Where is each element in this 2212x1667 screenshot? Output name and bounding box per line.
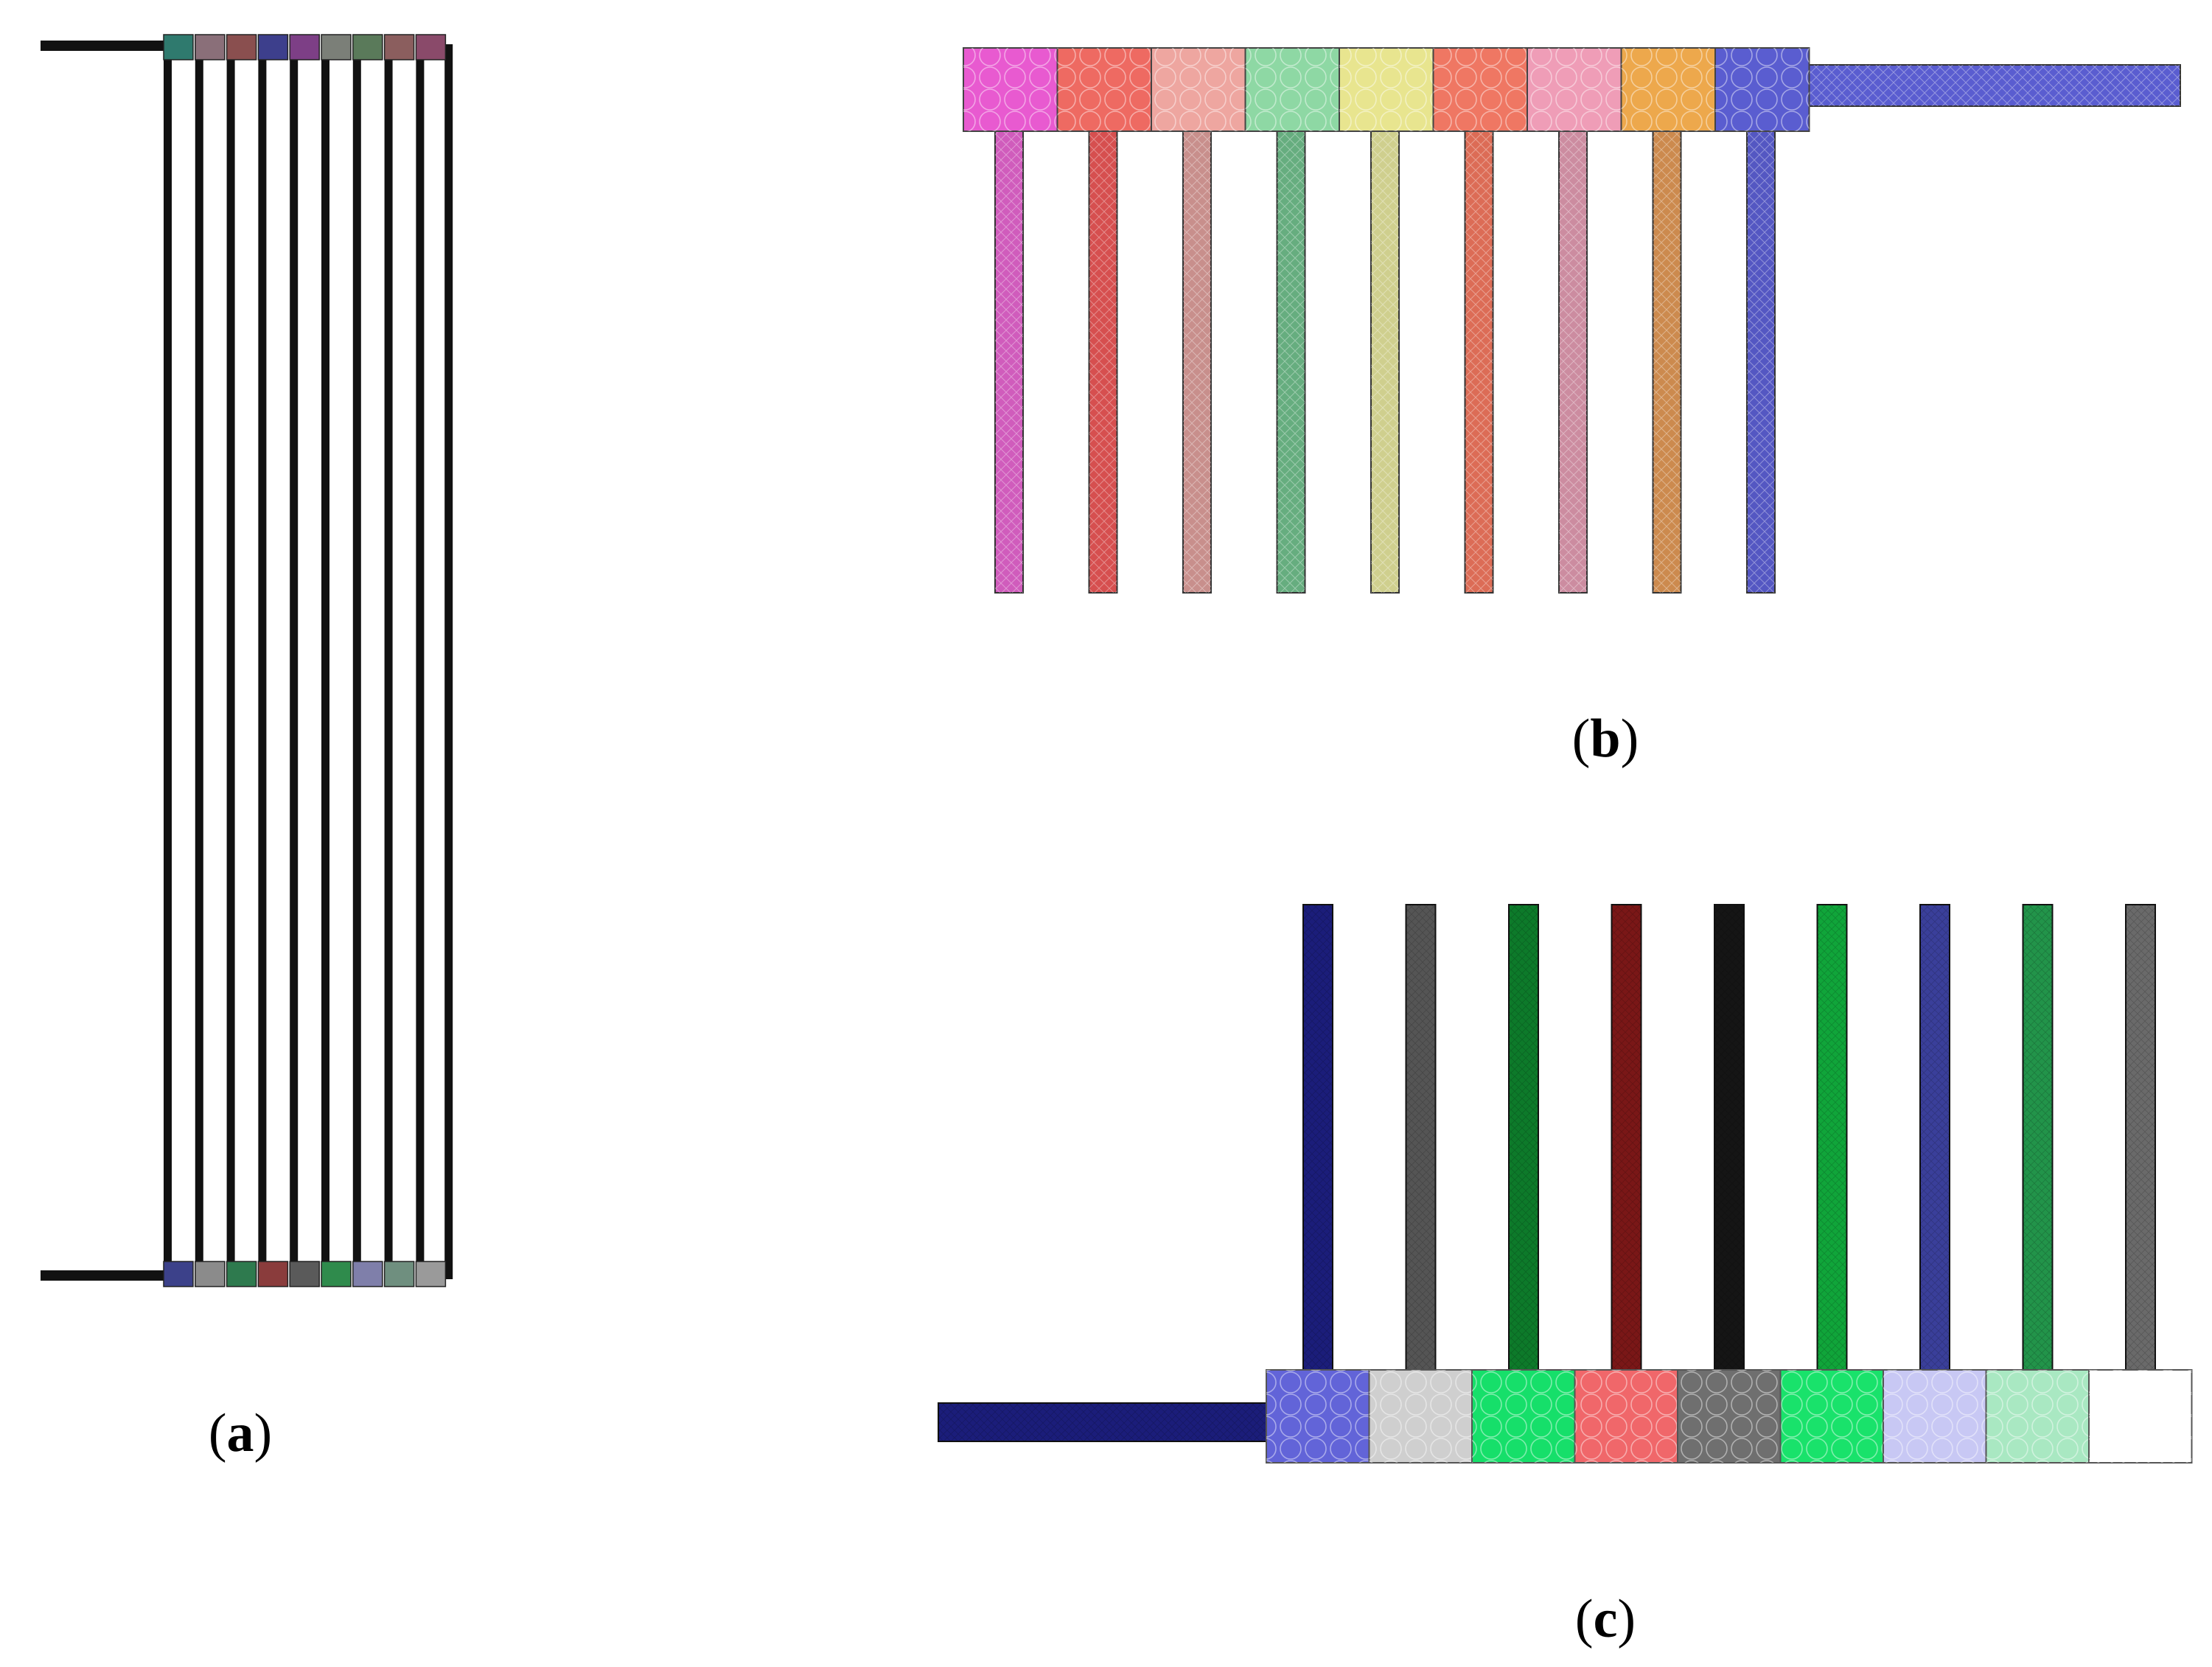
panel-b-header: [963, 47, 1810, 132]
panel-a-header-bottom: [163, 1261, 447, 1287]
panel-a-inlet-pipe-top: [41, 41, 166, 51]
panel-c-tube-mesh: [1406, 905, 1436, 1373]
panel-b-tube-mesh: [1277, 128, 1305, 593]
panel-c-tube-mesh: [2126, 905, 2155, 1373]
panel-b-header-cell-mesh: [1057, 48, 1151, 131]
panel-c-tube-mesh: [1920, 905, 1950, 1373]
panel-a-header-top-cell: [415, 34, 447, 60]
panel-a-tube-bank: (a): [41, 34, 453, 1464]
panel-a-header-top-cell: [163, 34, 194, 60]
panel-c-tube-mesh: [1509, 905, 1538, 1373]
panel-c-header-cell-mesh: [1678, 1370, 1781, 1463]
panel-a-header-bottom-cell: [163, 1261, 194, 1287]
panel-b-outlet-mesh: [1804, 65, 2180, 106]
panel-b-tube-mesh: [1089, 128, 1117, 593]
panel-a-header-bottom-cell: [415, 1261, 447, 1287]
panel-a-tube: [290, 44, 299, 1279]
panel-b-header-cell-mesh: [1339, 48, 1434, 131]
panel-c-manifold-mesh: (c): [938, 904, 2193, 1649]
panel-a-tube: [416, 44, 425, 1279]
panel-a-header-bottom-cell: [195, 1261, 226, 1287]
panel-b-tube-mesh: [1653, 128, 1681, 593]
panel-a-header-top-cell: [226, 34, 257, 60]
panel-c-header-cell-mesh: [1780, 1370, 1883, 1463]
panel-b-caption: (b): [1572, 709, 1639, 769]
panel-c-tube-mesh: [1303, 905, 1333, 1373]
panel-b-header-cell-mesh: [1433, 48, 1527, 131]
panel-a-caption: (a): [209, 1403, 272, 1464]
panel-a-header-bottom-cell: [226, 1261, 257, 1287]
panel-b-tube-mesh: [1465, 128, 1493, 593]
panel-b-tube-mesh: [1747, 128, 1775, 593]
panel-a-tube: [258, 44, 267, 1279]
panel-a-header-bottom-cell: [289, 1261, 320, 1287]
panel-a-header-bottom-cell: [257, 1261, 289, 1287]
panel-a-header-top-cell: [383, 34, 415, 60]
panel-c-inlet-mesh: [938, 1403, 1266, 1441]
panel-c-tube-mesh: [1714, 905, 1744, 1373]
panel-b-header-cell-mesh: [1527, 48, 1622, 131]
panel-a-header-top: [163, 34, 447, 60]
panel-a-header-top-cell: [352, 34, 383, 60]
panel-b-header-cell-mesh: [1715, 48, 1810, 131]
panel-a-tube: [321, 44, 329, 1279]
panel-b-header-cell-mesh: [1245, 48, 1339, 131]
panel-b-header-cell-mesh: [1621, 48, 1715, 131]
panel-c-header: [1266, 1369, 2193, 1464]
panel-a-tube: [352, 44, 361, 1279]
panel-c-header-cell-mesh: [1369, 1370, 1472, 1463]
panel-c-header-cell-mesh: [1883, 1370, 1986, 1463]
panel-c-caption: (c): [1575, 1589, 1636, 1649]
panel-a-header-top-cell: [321, 34, 352, 60]
panel-c-header-cell-mesh: [1986, 1370, 2089, 1463]
panel-a-header-top-cell: [257, 34, 289, 60]
panel-a-header-top-cell: [289, 34, 320, 60]
panel-c-header-cell-mesh: [2089, 1370, 2192, 1463]
panel-a-tube: [444, 44, 453, 1279]
panel-a-header-bottom-cell: [383, 1261, 415, 1287]
panel-b-tube-mesh: [1183, 128, 1211, 593]
panel-b-header-cell-mesh: [1151, 48, 1246, 131]
panel-a-header-bottom-cell: [352, 1261, 383, 1287]
panel-b-tube-mesh: [995, 128, 1023, 593]
panel-c-tubes: [1302, 904, 2156, 1374]
panel-a-inlet-pipe-bottom: [41, 1270, 166, 1281]
panel-b-tubes: [994, 128, 1776, 594]
panel-a-tubes: [164, 44, 453, 1279]
panel-b-manifold-mesh: (b): [963, 47, 2181, 769]
panel-c-header-cell-mesh: [1472, 1370, 1575, 1463]
panel-c-tube-mesh: [1817, 905, 1847, 1373]
panel-c-header-cell-mesh: [1574, 1370, 1678, 1463]
panel-a-tube: [195, 44, 203, 1279]
panel-c-tube-mesh: [2023, 905, 2053, 1373]
panel-c-header-cell-mesh: [1266, 1370, 1370, 1463]
panel-b-tube-mesh: [1559, 128, 1587, 593]
panel-c-tube-mesh: [1611, 905, 1641, 1373]
panel-b-header-cell-mesh: [963, 48, 1058, 131]
panel-b-tube-mesh: [1371, 128, 1399, 593]
panel-a-tube: [226, 44, 235, 1279]
panel-a-tube: [384, 44, 393, 1279]
panel-a-header-top-cell: [195, 34, 226, 60]
panel-a-header-bottom-cell: [321, 1261, 352, 1287]
panel-a-tube: [164, 44, 172, 1279]
